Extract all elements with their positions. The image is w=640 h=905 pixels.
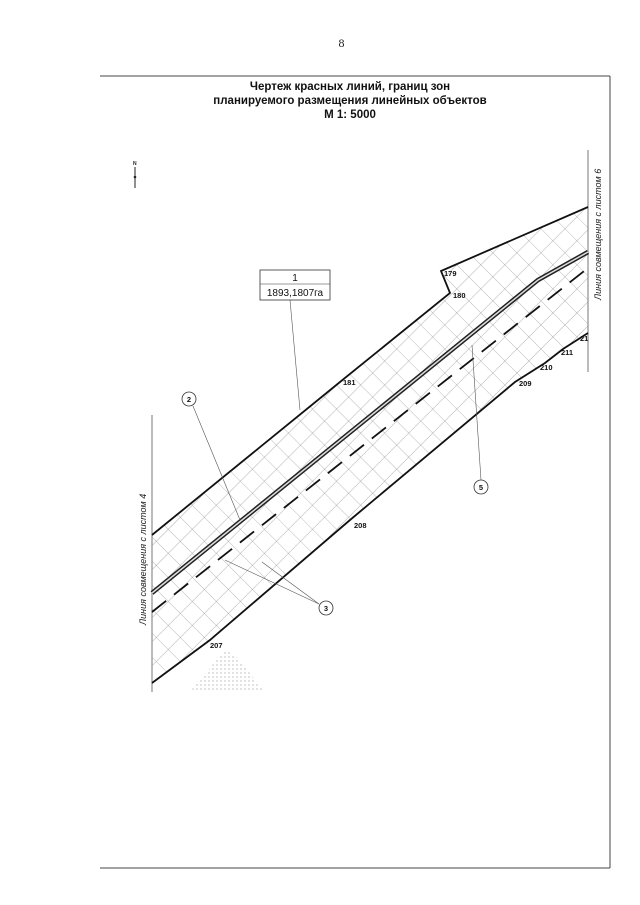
red-line-upper (151, 206, 589, 536)
point-21: 21 (580, 334, 588, 343)
north-arrow-icon: N (133, 161, 137, 188)
zone-label-box: 1 1893,1807га (259, 269, 331, 301)
point-181: 181 (343, 378, 356, 387)
callout-2: 2 (181, 391, 197, 407)
point-209: 209 (519, 379, 532, 388)
svg-text:1: 1 (292, 273, 298, 284)
match-label-left: Линия совмещения с листом 4 (138, 494, 148, 626)
point-208: 208 (354, 521, 367, 530)
svg-text:2: 2 (187, 395, 191, 404)
match-label-right: Линия совмещения с листом 6 (593, 169, 603, 301)
point-180: 180 (453, 291, 466, 300)
dotted-area (190, 650, 265, 692)
svg-text:1893,1807га: 1893,1807га (267, 288, 324, 299)
leader-lines (192, 299, 482, 605)
callout-5: 5 (473, 479, 489, 495)
linear-object-road (150, 250, 590, 595)
drawing-title: Чертеж красных линий, границ зон планиру… (100, 80, 600, 122)
point-207: 207 (210, 641, 223, 650)
page-number: 8 (338, 36, 345, 50)
svg-text:N: N (133, 161, 137, 167)
dashed-line (151, 267, 589, 613)
svg-text:3: 3 (324, 604, 328, 613)
red-line-lower (151, 332, 589, 684)
svg-text:5: 5 (479, 483, 483, 492)
title-line-2: планируемого размещения линейных объекто… (213, 95, 487, 107)
title-line-1: Чертеж красных линий, границ зон (249, 81, 451, 93)
point-210: 210 (540, 363, 553, 372)
point-179: 179 (444, 269, 457, 278)
planned-zone (152, 207, 588, 683)
title-scale: М 1: 5000 (324, 109, 376, 121)
callout-3: 3 (318, 600, 334, 616)
point-211: 211 (561, 348, 573, 357)
